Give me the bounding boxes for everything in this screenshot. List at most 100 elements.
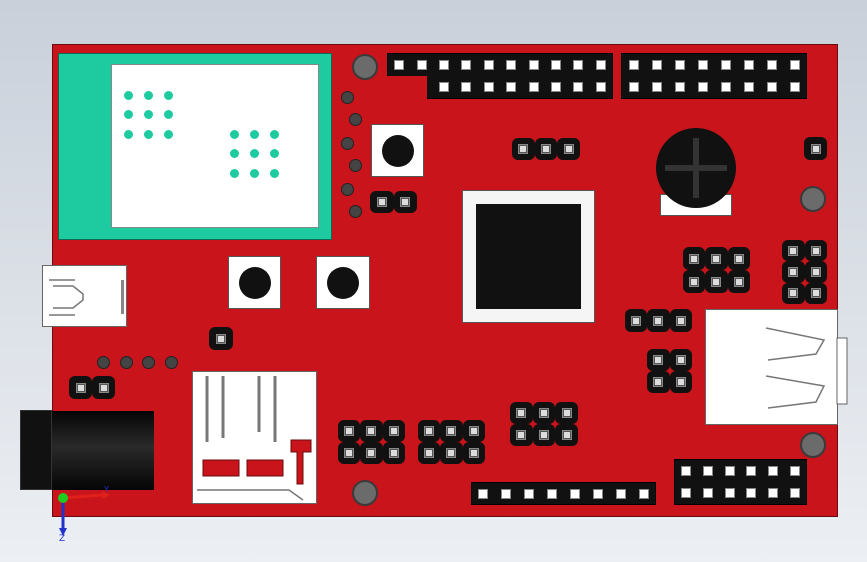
header-pin <box>512 138 535 160</box>
header-pin <box>388 54 410 76</box>
via-hole <box>341 183 354 196</box>
antenna-pad <box>124 110 133 120</box>
header-pin <box>462 442 485 464</box>
header-pin <box>762 460 784 482</box>
header-pin <box>647 309 670 332</box>
via-hole <box>341 137 354 150</box>
z-axis-label: Z <box>59 534 65 544</box>
header-pin <box>714 76 737 98</box>
header-pin <box>455 76 477 98</box>
y-axis-label: Y <box>103 485 109 494</box>
reset-button <box>371 124 424 177</box>
header-pin <box>478 54 500 76</box>
header-pin <box>410 54 432 76</box>
antenna-pad <box>164 129 173 139</box>
dc-jack-rear <box>20 410 52 490</box>
header-pin <box>370 191 394 213</box>
header-pin <box>645 54 668 76</box>
antenna-pad <box>270 130 279 139</box>
header-analog <box>674 459 807 505</box>
via-hole <box>97 356 110 369</box>
header-pin <box>705 247 728 270</box>
user-button-2 <box>316 256 370 309</box>
header-pin <box>675 482 697 504</box>
header-pin <box>382 420 405 442</box>
header-pin <box>782 282 805 304</box>
header-pin <box>590 54 612 76</box>
jumper-header-3pin-b <box>625 309 692 332</box>
header-pin <box>555 424 578 446</box>
antenna-pad <box>250 168 259 178</box>
header-pin <box>741 460 763 482</box>
power-select-jumper <box>69 376 115 399</box>
antenna-pad <box>250 130 259 139</box>
header-pin <box>632 483 655 504</box>
header-pin <box>522 76 544 98</box>
header-pin <box>804 282 827 304</box>
header-pin <box>683 247 706 270</box>
jumper-header-1pin <box>804 137 827 160</box>
header-pin <box>741 482 763 504</box>
via-hole <box>341 91 354 104</box>
antenna-pad <box>250 149 259 159</box>
antenna-pad <box>230 130 239 139</box>
header-pin <box>545 54 567 76</box>
antenna-pad <box>230 149 239 159</box>
header-pin <box>737 76 760 98</box>
header-pin <box>393 191 417 213</box>
uext-header-c <box>510 402 578 446</box>
antenna-pad-group <box>124 91 174 139</box>
header-pin <box>609 483 632 504</box>
icsp-header-right <box>782 240 827 304</box>
via-hole <box>120 356 133 369</box>
header-pin <box>705 270 728 293</box>
header-pin <box>719 482 741 504</box>
header-pin <box>719 460 741 482</box>
header-pin <box>360 420 383 442</box>
usb-mini-connector <box>42 265 127 327</box>
header-pin <box>697 460 719 482</box>
mcu-chip <box>476 204 581 309</box>
header-pin <box>338 442 361 464</box>
header-notch <box>387 76 427 100</box>
via-hole <box>349 159 362 172</box>
header-pin <box>622 76 645 98</box>
header-pin <box>691 54 714 76</box>
buzzer-mark <box>665 165 727 171</box>
antenna-pad <box>144 91 153 100</box>
z-axis-arrowhead <box>59 528 67 536</box>
header-pin <box>782 261 805 283</box>
header-pin <box>510 424 533 446</box>
header-pin <box>782 240 805 262</box>
jumper-header-3pin <box>512 138 580 160</box>
header-pin <box>567 76 589 98</box>
coordinate-triad: Y Z <box>58 485 110 544</box>
dc-power-jack <box>52 411 154 490</box>
header-pin <box>495 483 518 504</box>
header-pin <box>737 54 760 76</box>
mounting-hole <box>352 480 378 506</box>
header-pin <box>360 442 383 464</box>
header-pin <box>555 402 578 424</box>
header-pin <box>675 460 697 482</box>
antenna-pad <box>164 110 173 120</box>
header-pin <box>586 483 609 504</box>
antenna-pad <box>144 110 153 120</box>
antenna-pad <box>270 149 279 159</box>
antenna-pad <box>270 168 279 178</box>
header-pin <box>478 76 500 98</box>
header-pin <box>727 270 750 293</box>
via-hole <box>349 113 362 126</box>
header-pin <box>804 261 827 283</box>
header-pin <box>668 76 691 98</box>
header-pin <box>669 371 692 393</box>
header-pin <box>622 54 645 76</box>
header-pin <box>590 76 612 98</box>
jumper-header-2pin <box>370 191 417 213</box>
header-pin <box>783 76 806 98</box>
header-pin <box>760 76 783 98</box>
header-pin <box>727 247 750 270</box>
header-pin <box>440 442 463 464</box>
origin-marker <box>58 493 68 503</box>
header-pin <box>647 349 670 371</box>
